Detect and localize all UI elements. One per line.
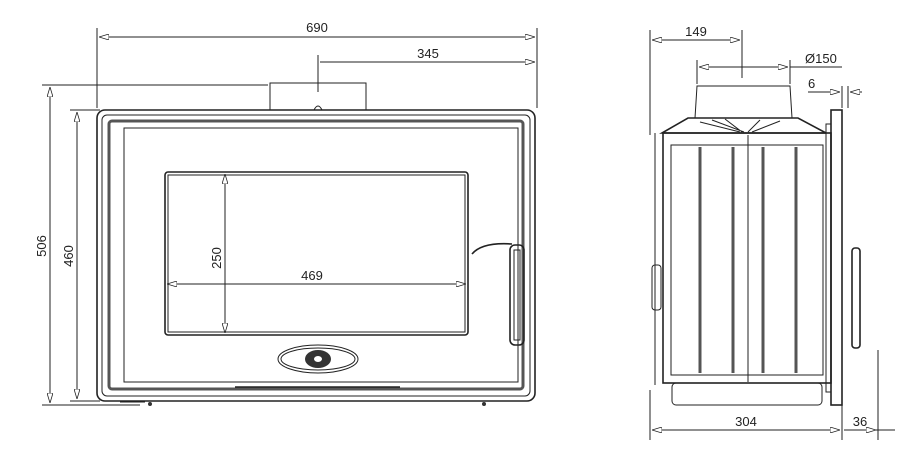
- dim-overall-height: 506: [34, 235, 49, 257]
- door-handle: [471, 242, 525, 346]
- glass-window: [164, 171, 469, 336]
- door-frame: [107, 119, 525, 391]
- dim-front-projection: 36: [853, 414, 867, 429]
- side-handle: [851, 247, 861, 349]
- flue-outlet: [694, 85, 793, 119]
- dim-glass-height: 250: [209, 247, 224, 269]
- dim-glass-width: 469: [301, 268, 323, 283]
- air-control-knob: [277, 344, 359, 374]
- side-ribs: [698, 147, 798, 373]
- dim-side-flue-offset: 149: [685, 24, 707, 39]
- dim-flue-offset: 345: [417, 46, 439, 61]
- side-view: 149 Ø150 6 304 36: [649, 24, 895, 440]
- front-view: 690 345 506 460 250 469: [34, 20, 538, 406]
- side-body: [662, 132, 832, 384]
- dim-door-plate-thickness: 6: [808, 76, 815, 91]
- dim-frame-height: 460: [61, 245, 76, 267]
- door-plate: [830, 109, 843, 406]
- dim-body-depth: 304: [735, 414, 757, 429]
- dim-overall-width: 690: [306, 20, 328, 35]
- dim-flue-diameter: Ø150: [805, 51, 837, 66]
- outer-frame: [96, 109, 536, 402]
- top-cone: [659, 117, 827, 134]
